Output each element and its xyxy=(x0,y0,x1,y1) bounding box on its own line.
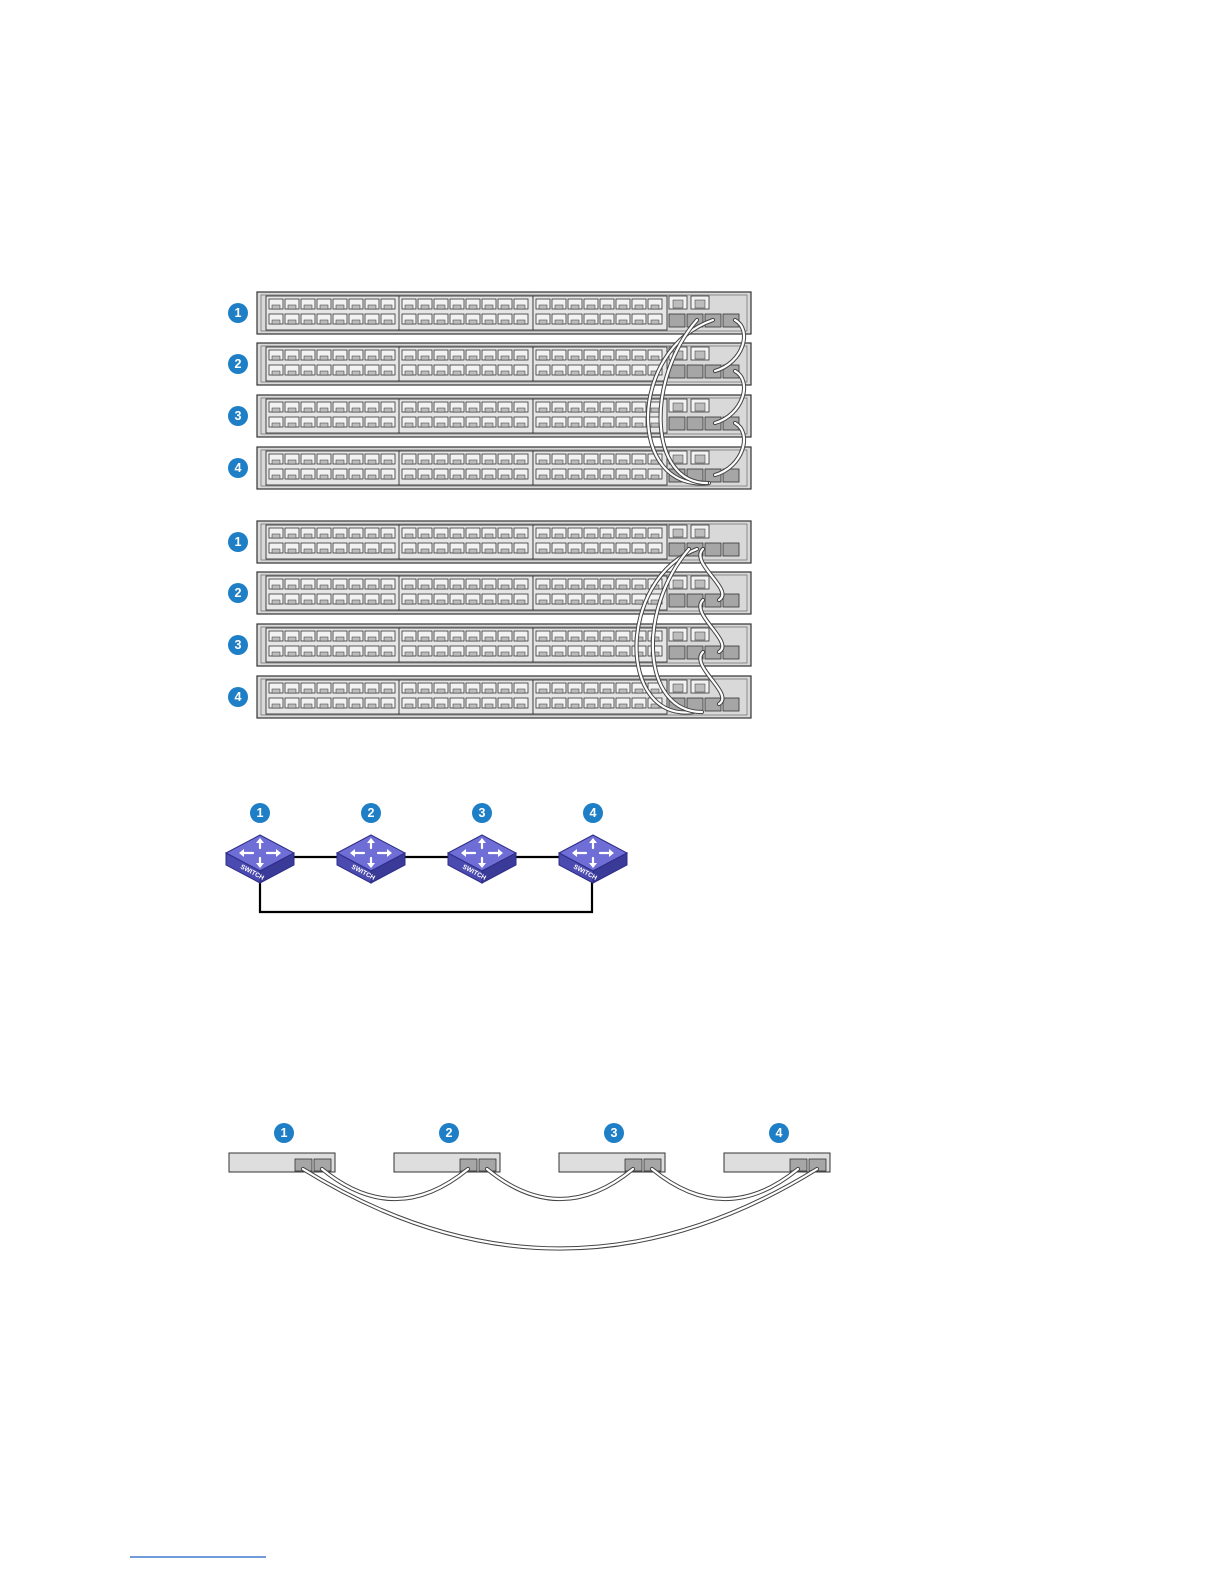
badge-number: 1 xyxy=(235,306,242,320)
stack-number-badge: 3 xyxy=(228,406,248,426)
topology-links xyxy=(260,857,592,912)
switch-icon: SWITCH xyxy=(337,835,405,883)
stack-number-badge: 2 xyxy=(361,803,381,823)
stack-number-badge: 1 xyxy=(228,303,248,323)
topology-ring-link xyxy=(260,875,592,912)
stack-number-badge: 2 xyxy=(228,354,248,374)
stack-number-badge: 1 xyxy=(228,532,248,552)
switch-chassis xyxy=(257,572,751,614)
switch-chassis xyxy=(257,292,751,334)
badge-number: 4 xyxy=(590,806,597,820)
badge-number: 2 xyxy=(235,586,242,600)
badge-number: 1 xyxy=(281,1126,288,1140)
stack-number-badge: 4 xyxy=(583,803,603,823)
switch-outline xyxy=(229,1153,335,1172)
stack-number-badge: 3 xyxy=(472,803,492,823)
switch-icon: SWITCH xyxy=(226,835,294,883)
badge-number: 4 xyxy=(235,461,242,475)
stack-number-badge: 2 xyxy=(439,1123,459,1143)
stack-number-badge: 3 xyxy=(604,1123,624,1143)
switch-chassis xyxy=(257,395,751,437)
badge-number: 2 xyxy=(446,1126,453,1140)
switch-outline xyxy=(559,1153,665,1172)
stack-number-badge: 4 xyxy=(769,1123,789,1143)
switch-icon: SWITCH xyxy=(448,835,516,883)
badge-number: 2 xyxy=(235,357,242,371)
badge-number: 3 xyxy=(235,409,242,423)
badge-number: 3 xyxy=(235,638,242,652)
badge-number: 2 xyxy=(368,806,375,820)
switch-icon: SWITCH xyxy=(559,835,627,883)
badge-number: 1 xyxy=(257,806,264,820)
stack-cable xyxy=(303,1169,817,1249)
switch-outline xyxy=(394,1153,500,1172)
switch-chassis xyxy=(257,521,751,563)
stack-number-badge: 3 xyxy=(228,635,248,655)
switch-chassis xyxy=(257,624,751,666)
badge-number: 3 xyxy=(611,1126,618,1140)
stack-number-badge: 1 xyxy=(250,803,270,823)
stack-cable xyxy=(487,1169,633,1199)
stack-number-badge: 2 xyxy=(228,583,248,603)
badge-number: 1 xyxy=(235,535,242,549)
stack-number-badge: 1 xyxy=(274,1123,294,1143)
badge-number: 3 xyxy=(479,806,486,820)
badge-number: 4 xyxy=(776,1126,783,1140)
stack-number-badge: 4 xyxy=(228,687,248,707)
stack-number-badge: 4 xyxy=(228,458,248,478)
badge-number: 4 xyxy=(235,690,242,704)
